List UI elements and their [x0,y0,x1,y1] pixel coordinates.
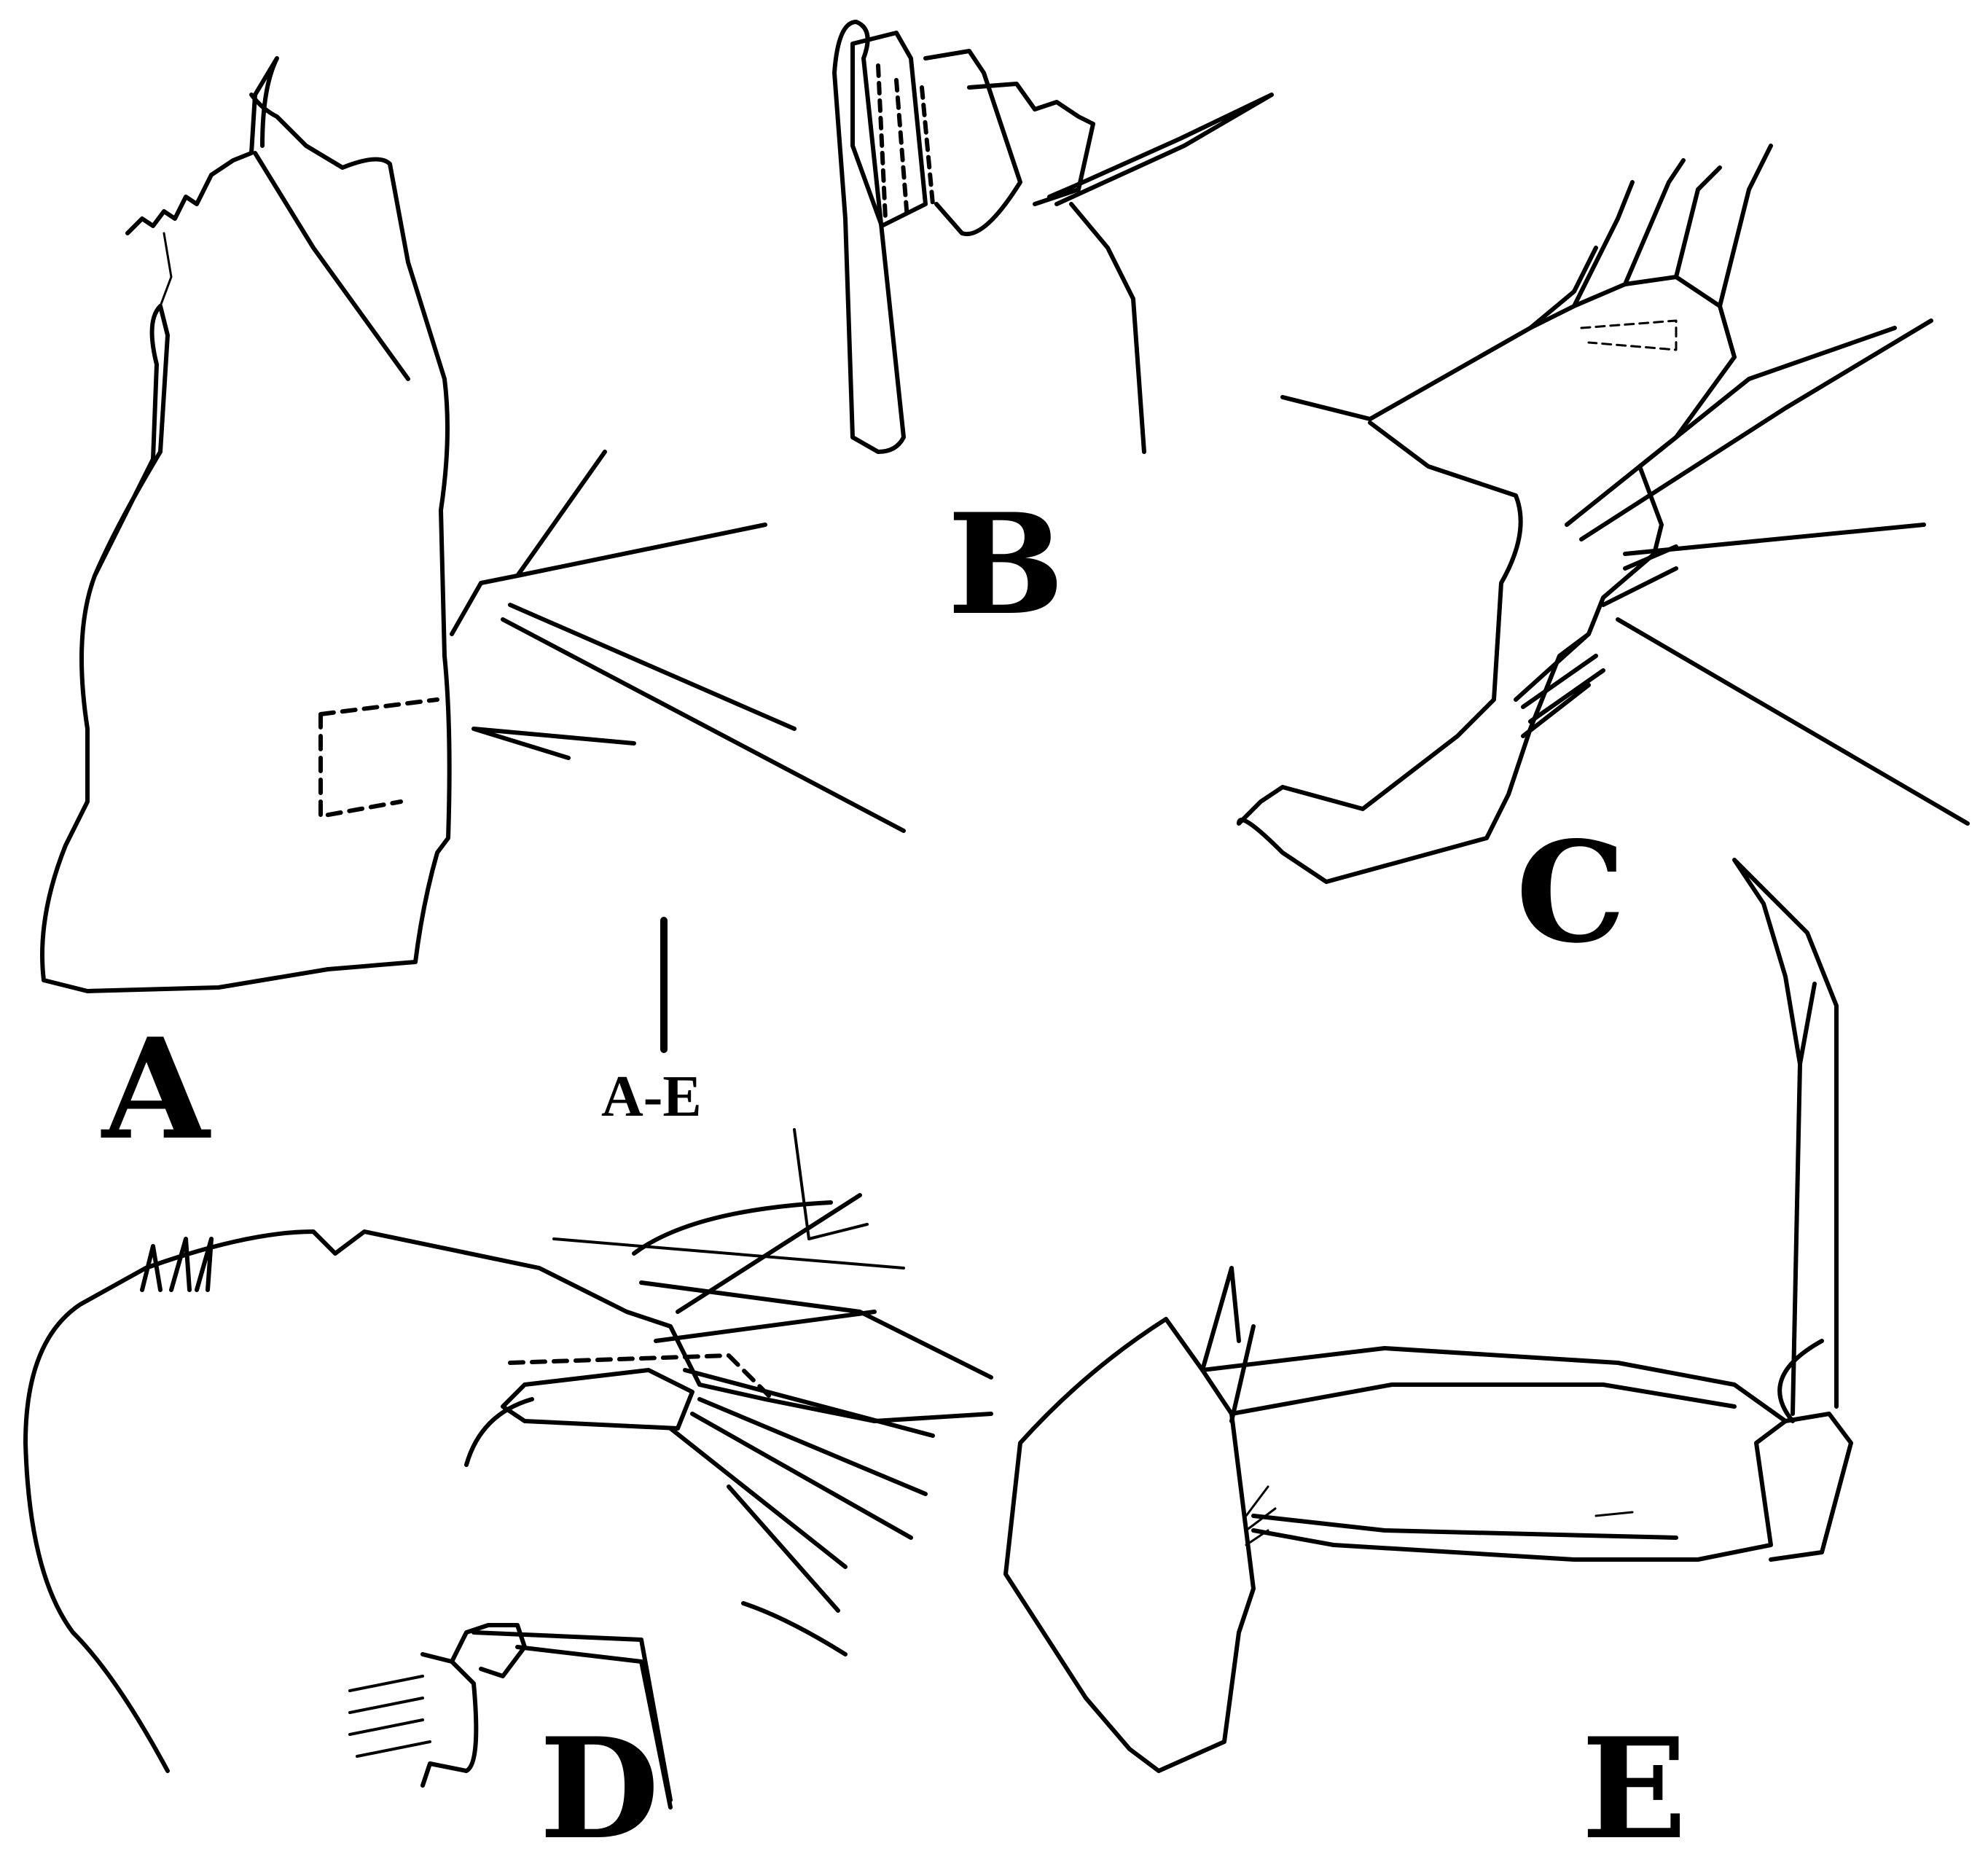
panel-label-c: C [1516,811,1627,974]
panel-d-drawing [23,1128,993,1810]
panel-b-drawing [832,20,1274,454]
panel-a-drawing [40,56,906,993]
scale-bar-label: A-E [601,1065,702,1129]
panel-e-drawing [1003,858,1853,1773]
panel-label-e: E [1581,1707,1687,1870]
panel-label-a: A [102,1008,210,1170]
panel-label-d: D [539,1707,660,1870]
panel-c-drawing [1237,144,1970,884]
panel-label-b: B [947,483,1065,646]
